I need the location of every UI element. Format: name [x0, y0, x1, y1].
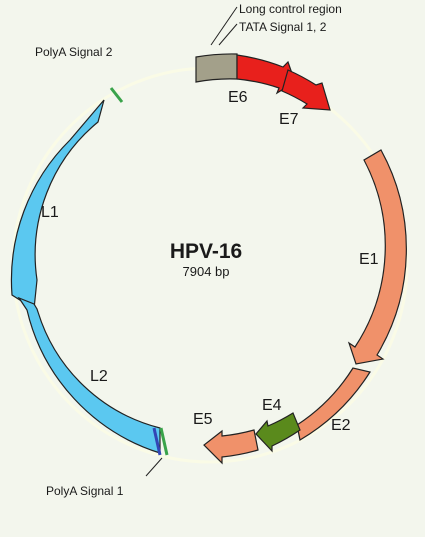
label-long-control-region: Long control region [239, 2, 342, 16]
label-gene-L2: L2 [90, 368, 108, 385]
polya-signal-1-marker-green [159, 427, 169, 456]
label-polya-signal-1: PolyA Signal 1 [46, 484, 124, 498]
genome-length: 7904 bp [183, 264, 230, 279]
label-gene-E2: E2 [331, 417, 351, 434]
lcr-region [195, 53, 238, 83]
polya-signal-1-marker-blue [152, 427, 162, 456]
gene-L2-arrow [17, 296, 161, 454]
gene-E2-arrow [296, 367, 371, 441]
leader-lcr [210, 6, 238, 46]
gene-E4-arrow [255, 412, 301, 453]
gene-E5-arrow [203, 429, 259, 465]
label-polya-signal-2: PolyA Signal 2 [35, 45, 113, 59]
gene-L1-arrow [10, 99, 105, 311]
label-gene-E5: E5 [193, 411, 213, 428]
leader-polya1 [145, 457, 163, 477]
gene-E1-arrow [347, 149, 407, 365]
polya-signal-2-marker [109, 87, 124, 103]
label-gene-E1: E1 [359, 251, 379, 268]
label-gene-E4: E4 [262, 397, 282, 414]
label-gene-E7: E7 [279, 111, 299, 128]
label-gene-E6: E6 [228, 89, 248, 106]
label-tata-signal: TATA Signal 1, 2 [239, 20, 327, 34]
gene-E7-arrow [281, 69, 331, 111]
leader-tata [218, 23, 238, 46]
label-gene-L1: L1 [41, 204, 59, 221]
genome-name: HPV-16 [170, 240, 242, 263]
